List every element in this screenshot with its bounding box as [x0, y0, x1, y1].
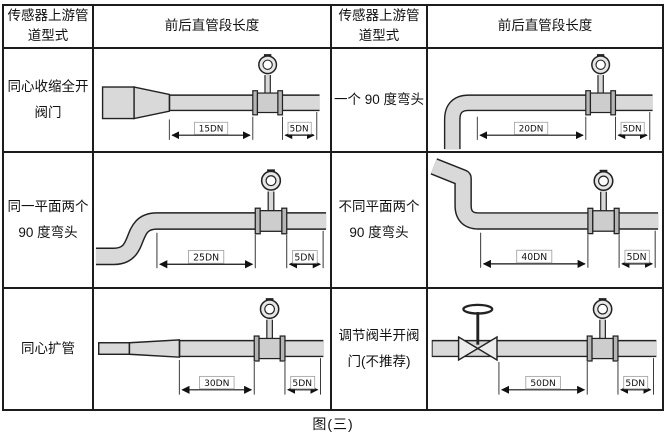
row2-left-diagram-cell: 25DN 5DN [92, 150, 332, 289]
downstream-dimension: 5DN [617, 357, 654, 395]
upstream-dimension-label: 25DN [193, 252, 219, 263]
header-upstream-type-left: 传感器上游管道型式 [2, 4, 94, 49]
regulating-valve-icon [457, 303, 498, 361]
row1-right-label: 一个 90 度弯头 [330, 46, 428, 153]
header-upstream-type-right: 传感器上游管道型式 [330, 4, 428, 49]
row3-right-label: 调节阀半开阀门(不推荐) [330, 286, 428, 411]
downstream-dimension-label: 5DN [625, 378, 645, 388]
row2-left-label: 同一平面两个 90 度弯头 [2, 150, 94, 289]
flowmeter-icon [587, 299, 618, 361]
upstream-dimension-label: 50DN [530, 378, 555, 388]
flowmeter-icon [254, 299, 285, 361]
header-row: 传感器上游管道型式 前后直管段长度 传感器上游管道型式 前后直管段长度 [2, 4, 664, 49]
table-row: 同心扩管 [2, 286, 664, 411]
concentric-expander-diagram: 30DN 5DN [98, 289, 324, 395]
downstream-dimension: 5DN [615, 111, 651, 140]
flowmeter-icon [253, 55, 283, 115]
row1-right-diagram-cell: 20DN 5DN [426, 46, 664, 153]
row1-left-label: 同心收缩全开阀门 [2, 46, 94, 153]
half-open-valve-diagram: 50DN 5DN [431, 289, 657, 395]
row3-left-diagram-cell: 30DN 5DN [92, 286, 332, 411]
pipe [101, 85, 320, 119]
downstream-dimension-label: 5DN [292, 378, 312, 388]
row3-right-diagram-cell: 50DN 5DN [426, 286, 664, 411]
pipe [430, 157, 659, 230]
row2-right-label: 不同平面两个 90 度弯头 [330, 150, 428, 289]
table-row: 同一平面两个 90 度弯头 25DN [2, 150, 664, 289]
header-straight-length-right: 前后直管段长度 [426, 4, 664, 49]
flowmeter-icon [586, 55, 616, 115]
concentric-reducer-diagram: 15DN 5DN [101, 49, 320, 140]
two-elbows-same-plane-diagram: 25DN 5DN [95, 153, 327, 268]
upstream-dimension-label: 20DN [519, 124, 544, 134]
downstream-dimension: 5DN [618, 230, 656, 268]
two-elbows-different-planes-diagram: 40DN 5DN [430, 157, 659, 268]
pipe [95, 211, 327, 265]
row3-left-label: 同心扩管 [2, 286, 94, 411]
upstream-dimension-label: 30DN [204, 378, 229, 388]
header-straight-length-left: 前后直管段长度 [92, 4, 332, 49]
downstream-dimension-label: 5DN [294, 252, 314, 263]
upstream-dimension: 30DN [178, 359, 255, 395]
upstream-dimension: 15DN [168, 116, 254, 140]
row1-left-diagram-cell: 15DN 5DN [92, 46, 332, 153]
upstream-dimension: 25DN [156, 232, 256, 268]
downstream-dimension: 5DN [282, 111, 318, 140]
figure-caption: 图(三) [312, 415, 354, 432]
installation-requirements-table: 传感器上游管道型式 前后直管段长度 传感器上游管道型式 前后直管段长度 同心收缩… [2, 4, 664, 411]
upstream-dimension-label: 15DN [199, 124, 224, 134]
upstream-dimension-label: 40DN [521, 251, 547, 262]
upstream-dimension: 20DN [476, 116, 587, 140]
upstream-dimension: 40DN [480, 232, 589, 268]
downstream-dimension-label: 5DN [623, 124, 642, 134]
pipe [443, 93, 653, 149]
table-row: 同心收缩全开阀门 [2, 46, 664, 153]
upstream-dimension: 50DN [498, 361, 588, 395]
downstream-dimension-label: 5DN [290, 124, 309, 134]
downstream-dimension: 5DN [284, 357, 321, 395]
pipe [98, 338, 324, 358]
downstream-dimension-label: 5DN [627, 251, 647, 262]
downstream-dimension: 5DN [286, 230, 324, 268]
row2-right-diagram-cell: 40DN 5DN [426, 150, 664, 289]
single-elbow-diagram: 20DN 5DN [443, 49, 653, 149]
flowmeter-icon [255, 170, 286, 233]
flowmeter-icon [588, 170, 619, 233]
